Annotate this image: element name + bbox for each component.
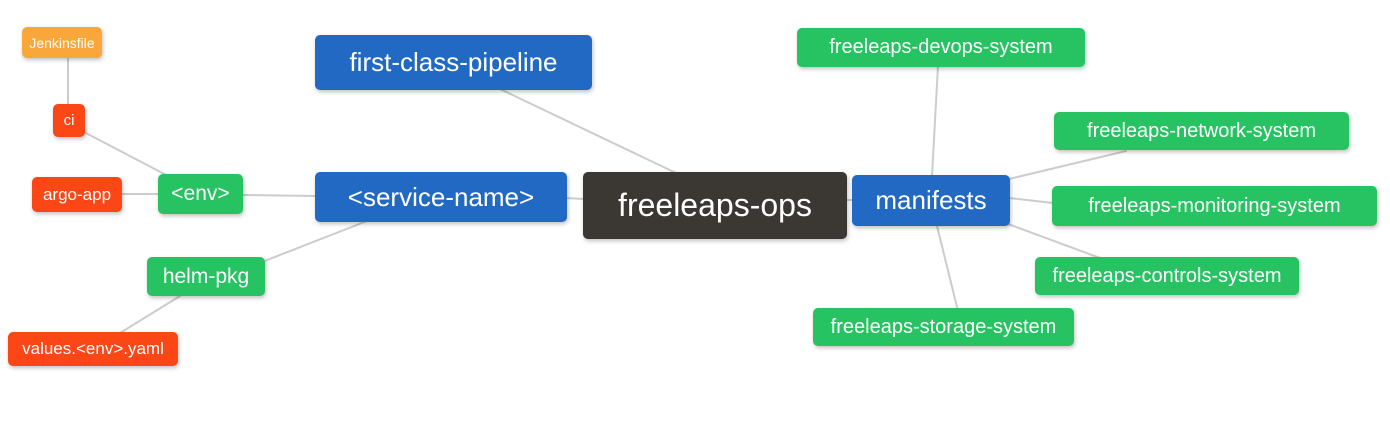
- node-label: <env>: [171, 182, 230, 205]
- node-label: freeleaps-monitoring-system: [1088, 194, 1341, 217]
- node-label: argo-app: [42, 184, 112, 204]
- node-jenkinsfile[interactable]: Jenkinsfile: [22, 27, 102, 58]
- node-label: first-class-pipeline: [349, 47, 558, 77]
- edge-manifests-to-freeleaps-storage-system: [936, 225, 958, 308]
- edge-helm-pkg-to-values-env-yaml: [119, 295, 181, 334]
- edge-env-to-service-name: [241, 194, 317, 197]
- edge-service-name-to-helm-pkg: [261, 220, 368, 263]
- node-label: Jenkinsfile: [29, 34, 95, 51]
- node-label: freeleaps-storage-system: [830, 315, 1057, 338]
- node-env[interactable]: <env>: [158, 174, 243, 214]
- node-label: ci: [63, 112, 75, 129]
- node-service-name[interactable]: <service-name>: [315, 172, 567, 222]
- node-label: freeleaps-network-system: [1087, 119, 1316, 142]
- node-first-class-pipeline[interactable]: first-class-pipeline: [315, 35, 592, 90]
- node-freeleaps-storage-system[interactable]: freeleaps-storage-system: [813, 308, 1074, 346]
- edge-service-name-to-freeleaps-ops: [565, 197, 585, 200]
- edge-manifests-to-freeleaps-monitoring-system: [1008, 197, 1054, 204]
- node-values-env-yaml[interactable]: values.<env>.yaml: [8, 332, 178, 366]
- node-label: manifests: [875, 185, 987, 215]
- edge-first-class-pipeline-to-freeleaps-ops: [499, 88, 677, 174]
- node-freeleaps-controls-system[interactable]: freeleaps-controls-system: [1035, 257, 1299, 295]
- node-label: helm-pkg: [162, 264, 250, 288]
- node-freeleaps-monitoring-system[interactable]: freeleaps-monitoring-system: [1052, 186, 1377, 226]
- node-freeleaps-devops-system[interactable]: freeleaps-devops-system: [797, 28, 1085, 67]
- edge-manifests-to-freeleaps-network-system: [1008, 150, 1127, 180]
- node-label: <service-name>: [347, 181, 535, 212]
- edge-manifests-to-freeleaps-controls-system: [1007, 223, 1101, 259]
- node-manifests[interactable]: manifests: [852, 175, 1010, 226]
- node-ci[interactable]: ci: [53, 104, 85, 137]
- node-label: freeleaps-ops: [618, 187, 812, 223]
- node-freeleaps-ops[interactable]: freeleaps-ops: [583, 172, 847, 239]
- node-freeleaps-network-system[interactable]: freeleaps-network-system: [1054, 112, 1349, 150]
- node-label: values.<env>.yaml: [22, 339, 164, 358]
- node-helm-pkg[interactable]: helm-pkg: [147, 257, 265, 296]
- edge-ci-to-env: [83, 131, 171, 178]
- node-argo-app[interactable]: argo-app: [32, 177, 122, 212]
- node-label: freeleaps-devops-system: [829, 36, 1053, 58]
- node-label: freeleaps-controls-system: [1052, 264, 1282, 287]
- edge-manifests-to-freeleaps-devops-system: [931, 65, 939, 177]
